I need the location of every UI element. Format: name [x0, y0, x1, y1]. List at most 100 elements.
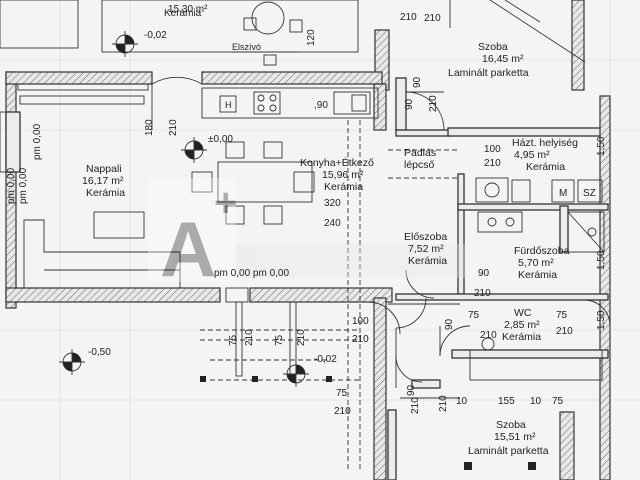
chair-top-right	[289, 19, 303, 33]
konyha-floor: Kerámia	[324, 181, 363, 193]
dining-table	[191, 141, 315, 225]
doors	[151, 76, 611, 388]
pm-vertical-1: pm 0,00	[6, 167, 17, 204]
dim-240: 240	[324, 218, 341, 229]
logo-a: A	[160, 205, 216, 293]
room-labels: Szoba 16,45 m² Laminált parketta Nappali…	[82, 41, 578, 457]
dim-180: 180	[144, 119, 155, 136]
dim-10-a: 10	[456, 396, 468, 407]
dim-75-e: 75	[336, 388, 348, 399]
dashed-lines	[200, 120, 460, 470]
wc-area: 2,85 m²	[504, 319, 540, 331]
level-left-text: -0,50	[88, 347, 111, 358]
h-label: H	[225, 100, 232, 110]
eloszoba-floor: Kerámia	[408, 255, 447, 267]
dim-75-d: 75	[556, 310, 568, 321]
logo-plus: +	[214, 181, 237, 225]
hood-box	[263, 54, 277, 66]
dim-100-a: 100	[484, 144, 501, 155]
dim-210-c: 210	[168, 119, 179, 136]
haztart-floor: Kerámia	[526, 161, 565, 173]
dim-210-e: 210	[484, 158, 501, 169]
furdo-floor: Kerámia	[518, 269, 557, 281]
sofa	[19, 95, 181, 289]
dim-75-a: 75	[228, 334, 239, 346]
konyha-area: 15,96 m²	[322, 169, 364, 181]
dim-210-top: 210	[424, 13, 441, 24]
dim-210-d: 210	[428, 95, 439, 112]
pm-labels: pm 0,00 pm 0,00 pm 0,00 pm 0,00 pm 0,00	[6, 123, 289, 279]
level-mark-porch: -0,02	[283, 354, 337, 387]
dim-210-m: 210	[556, 326, 573, 337]
sink-icon	[333, 91, 371, 115]
dim-210-h: 210	[296, 329, 307, 346]
wc-floor: Kerámia	[502, 331, 541, 343]
dim-75-c: 75	[468, 310, 480, 321]
dim-90-a: 90	[412, 76, 423, 88]
dim-100-b: 100	[352, 316, 369, 327]
dim-210-l: 210	[480, 330, 497, 341]
top-room-area: 15,30 m²	[168, 4, 208, 15]
dim-1-50-c: 1,50	[596, 310, 607, 330]
wc-name: WC	[514, 307, 532, 319]
top-room-floor: Kerámia	[164, 8, 202, 19]
padlas-name: Padlás	[404, 147, 436, 159]
nappali-floor: Kerámia	[86, 187, 125, 199]
level-mark-left: -0,50	[59, 347, 111, 375]
dimension-labels: 90 180 210 320 240 90 210 100 210 1,50 1…	[144, 76, 607, 417]
szoba2-area: 15,51 m²	[494, 431, 536, 443]
dim-75-b: 75	[274, 334, 285, 346]
dim-210-k: 210	[410, 397, 421, 414]
kitchen-counter: H ,90	[201, 87, 379, 119]
walls	[5, 71, 611, 480]
nappali-area: 16,17 m²	[82, 175, 124, 187]
dim-210-a: 210	[400, 12, 417, 23]
level-top-text: -0,02	[144, 30, 167, 41]
chair-top-left	[243, 17, 257, 31]
dim-210-i: 210	[334, 406, 351, 417]
bathroom-fixtures	[464, 211, 605, 470]
eloszoba-area: 7,52 m²	[408, 243, 444, 255]
pm-vertical-3: pm 0,00	[32, 123, 43, 160]
szoba2-floor: Laminált parketta	[468, 445, 549, 457]
dim-1-50-a: 1,50	[596, 136, 607, 156]
dim-210-f: 210	[474, 288, 491, 299]
sz-label: SZ	[583, 188, 596, 199]
dim-90-f: 90	[444, 318, 455, 330]
stair-grid	[388, 303, 460, 399]
konyha-name: Konyha+Étkező	[300, 156, 374, 169]
watermark-logo: A +	[148, 178, 466, 293]
pm-row: pm 0,00 pm 0,00	[214, 268, 289, 279]
dim-1-50-b: 1,50	[596, 250, 607, 270]
dim-90-e: 90	[406, 384, 417, 396]
porch-posts	[200, 301, 332, 382]
top-area: 15,30 m² Kerámia Elszívó 120 210 210	[0, 0, 586, 91]
dim-210-n: 210	[438, 395, 449, 412]
dim-90-c: 90	[404, 98, 415, 110]
dim-320: 320	[324, 198, 341, 209]
level-porch-text: -0,02	[314, 354, 337, 365]
szoba2-name: Szoba	[496, 419, 526, 431]
dim-90-counter: ,90	[314, 100, 328, 111]
szoba1-name: Szoba	[478, 41, 508, 53]
level-mark-kitchen: ±0,00	[181, 134, 233, 163]
windows	[0, 83, 249, 303]
stove-icon	[253, 91, 281, 115]
utility-fixtures: M SZ	[475, 177, 603, 203]
szoba1-area: 16,45 m²	[482, 53, 524, 65]
furdo-area: 5,70 m²	[518, 257, 554, 269]
padlas-sub: lépcső	[404, 159, 435, 171]
dim-210-j: 210	[352, 334, 369, 345]
pm-vertical-2: pm 0,00	[18, 167, 29, 204]
szoba1-floor: Laminált parketta	[448, 67, 529, 79]
haztart-name: Házt. helyiség	[512, 137, 578, 149]
dim-75-g: 75	[552, 396, 564, 407]
elszivo-label: Elszívó	[232, 42, 261, 52]
dim-120: 120	[306, 29, 317, 46]
level-mark-top: -0,02	[112, 30, 167, 57]
m-label: M	[559, 188, 567, 199]
nappali-name: Nappali	[86, 163, 122, 175]
dim-210-g: 210	[244, 329, 255, 346]
haztart-area: 4,95 m²	[514, 149, 550, 161]
